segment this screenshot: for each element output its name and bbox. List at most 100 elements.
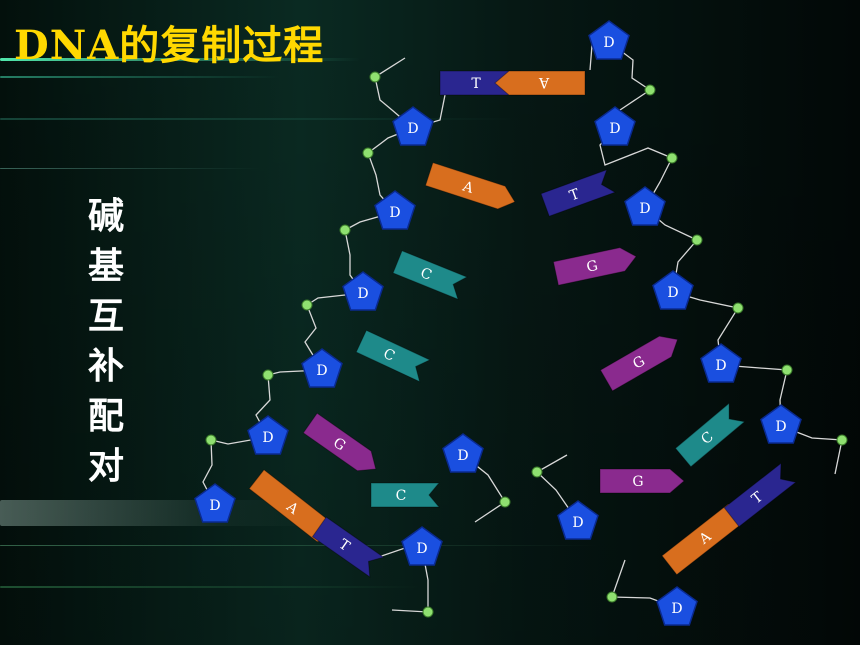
phosphate-group — [836, 434, 848, 446]
sugar-label: D — [609, 121, 620, 137]
deoxyribose-sugar: D — [700, 343, 742, 383]
base-body — [311, 516, 385, 578]
deoxyribose-sugar: D — [624, 186, 666, 226]
light-streak — [0, 118, 520, 120]
deoxyribose-sugar: D — [247, 415, 289, 455]
base-body — [723, 462, 797, 528]
deoxyribose-sugar: D — [194, 483, 236, 523]
base-G: G — [599, 468, 685, 494]
sugar-label: D — [457, 448, 468, 464]
phosphate-group — [422, 606, 434, 618]
base-T: T — [540, 168, 617, 217]
sugar-pentagon — [700, 343, 742, 383]
phosphate-group — [691, 234, 703, 246]
sugar-label: D — [639, 201, 650, 217]
light-streak — [0, 168, 260, 169]
sugar-label: D — [572, 515, 583, 531]
base-body — [370, 482, 441, 508]
phosphate-group — [499, 496, 511, 508]
deoxyribose-sugar: D — [392, 106, 434, 146]
sugar-label: D — [671, 601, 682, 617]
light-streak — [0, 545, 600, 546]
phosphate-group — [732, 302, 744, 314]
sugar-label: D — [416, 541, 427, 557]
sugar-pentagon — [342, 271, 384, 311]
sugar-label: D — [389, 205, 400, 221]
phosphate-group — [531, 466, 543, 478]
base-C: C — [370, 482, 441, 508]
phosphate-group — [666, 152, 678, 164]
light-streak — [0, 76, 280, 78]
sugar-label: D — [316, 363, 327, 379]
base-T: T — [723, 462, 797, 528]
phosphate-group — [362, 147, 374, 159]
base-body — [494, 70, 586, 96]
sugar-pentagon — [374, 190, 416, 230]
light-streak — [0, 586, 420, 588]
base-G: G — [302, 412, 377, 472]
sugar-pentagon — [588, 20, 630, 60]
sugar-pentagon — [401, 526, 443, 566]
deoxyribose-sugar: D — [594, 106, 636, 146]
sugar-pentagon — [194, 483, 236, 523]
sugar-label: D — [775, 419, 786, 435]
deoxyribose-sugar: D — [588, 20, 630, 60]
deoxyribose-sugar: D — [342, 271, 384, 311]
sugar-pentagon — [656, 586, 698, 626]
sugar-pentagon — [760, 404, 802, 444]
sugar-pentagon — [392, 106, 434, 146]
sugar-pentagon — [442, 433, 484, 473]
base-G: G — [552, 247, 637, 286]
base-body — [355, 329, 431, 383]
base-letter: G — [585, 258, 599, 276]
sugar-label: D — [209, 498, 220, 514]
deoxyribose-sugar: D — [374, 190, 416, 230]
sugar-label: D — [262, 430, 273, 446]
sugar-label: D — [715, 358, 726, 374]
base-letter: C — [396, 488, 407, 504]
deoxyribose-sugar: D — [557, 500, 599, 540]
sugar-pentagon — [247, 415, 289, 455]
base-body — [424, 162, 516, 210]
phosphate-group — [369, 71, 381, 83]
base-G: G — [599, 335, 679, 392]
base-body — [302, 412, 377, 472]
label-char: 碱 — [87, 196, 124, 237]
deoxyribose-sugar: D — [652, 270, 694, 310]
sugar-pentagon — [557, 500, 599, 540]
base-C: C — [674, 402, 746, 468]
label-char: 补 — [87, 346, 124, 387]
deoxyribose-sugar: D — [401, 526, 443, 566]
phosphate-groups — [205, 71, 848, 618]
base-pairing-label: 碱 基 互 补 配 对 — [78, 192, 134, 492]
base-body — [674, 402, 746, 468]
base-letter: G — [632, 474, 643, 490]
light-streak — [0, 58, 360, 61]
deoxyribose-sugar: D — [656, 586, 698, 626]
deoxyribose-sugar: D — [760, 404, 802, 444]
base-body — [552, 247, 637, 286]
deoxyribose-sugar: D — [301, 348, 343, 388]
sugar-pentagon — [624, 186, 666, 226]
phosphate-group — [606, 591, 618, 603]
sugar-label: D — [357, 286, 368, 302]
phosphate-group — [301, 299, 313, 311]
base-letter: T — [471, 76, 481, 92]
phosphate-group — [644, 84, 656, 96]
base-T: T — [311, 516, 385, 578]
deoxyribose-sugars: D D D D D D D D D D D D D D D D — [194, 20, 802, 626]
label-char: 互 — [87, 296, 124, 337]
sugar-label: D — [603, 35, 614, 51]
phosphate-group — [781, 364, 793, 376]
phosphate-group — [262, 369, 274, 381]
base-letter: A — [538, 74, 550, 90]
label-char: 基 — [87, 246, 124, 287]
base-body — [599, 335, 679, 392]
base-A: A — [424, 162, 516, 210]
slide-title: DNA的复制过程 — [14, 22, 325, 69]
sugar-pentagon — [301, 348, 343, 388]
base-C: C — [392, 250, 469, 301]
